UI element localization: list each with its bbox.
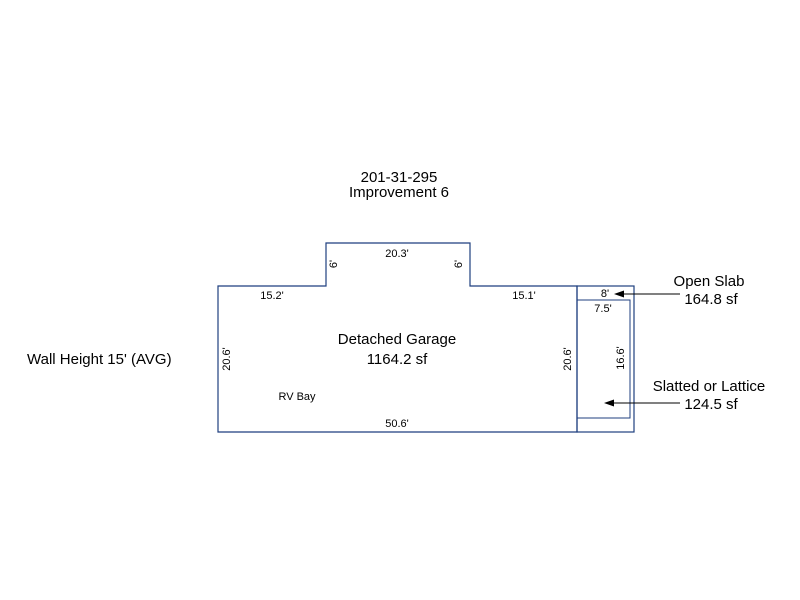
dim-top-right-width: 15.1' (512, 290, 536, 302)
garage-outline (217, 242, 578, 433)
dim-lattice-width: 7.5' (594, 303, 611, 315)
dim-lattice-height: 16.6' (615, 346, 627, 370)
dim-left-height: 20.6' (221, 347, 233, 371)
lattice-outline (576, 299, 631, 419)
lattice-arrowhead (604, 399, 614, 407)
lattice-name: Slatted or Lattice (653, 378, 766, 395)
dim-top-left-width: 15.2' (260, 290, 284, 302)
garage-sublabel: RV Bay (278, 391, 316, 403)
dim-open-slab-width: 8' (601, 288, 609, 300)
dim-bottom-width: 50.6' (385, 418, 409, 430)
garage-area: 1164.2 sf (367, 351, 428, 368)
dim-bump-right-height: 6' (453, 260, 465, 268)
dim-right-height: 20.6' (562, 347, 574, 371)
open-slab-arrowhead (614, 290, 624, 298)
parcel-id: 201-31-295 (361, 169, 438, 186)
lattice-area: 124.5 sf (684, 396, 738, 413)
dim-bump-left-height: 6' (328, 260, 340, 268)
open-slab-name: Open Slab (674, 273, 745, 290)
open-slab-area: 164.8 sf (684, 291, 738, 308)
dim-bump-top-width: 20.3' (385, 248, 409, 260)
improvement-label: Improvement 6 (349, 184, 449, 201)
wall-height-note: Wall Height 15' (AVG) (27, 351, 172, 368)
garage-name: Detached Garage (338, 331, 456, 348)
